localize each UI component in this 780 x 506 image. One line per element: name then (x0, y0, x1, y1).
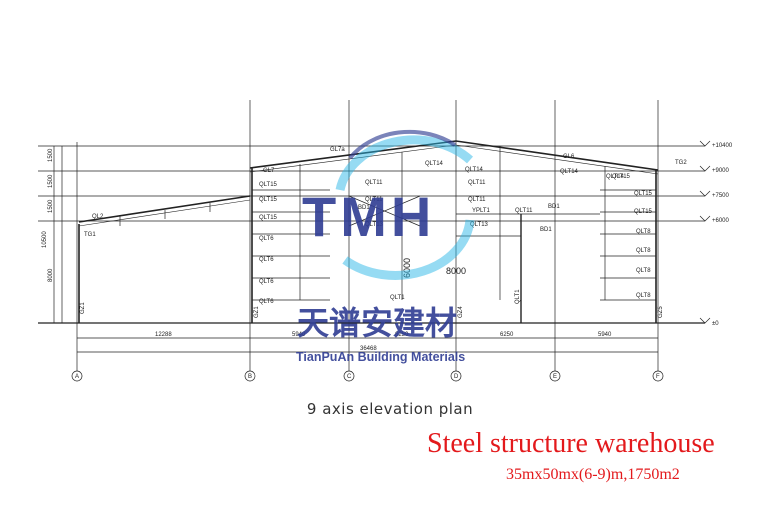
dimension-label: 6250 (395, 332, 409, 338)
overall-dimension: 36468 (360, 346, 377, 352)
member-label: QLT8 (636, 293, 651, 299)
member-label: QLT6 (259, 279, 274, 285)
member-label: QLT6 (259, 257, 274, 263)
axis-label: E (553, 374, 557, 380)
member-label: QLT6 (259, 299, 274, 305)
axis-bubble: F (652, 370, 664, 382)
member-label: GZ1 (80, 302, 86, 314)
member-label: QLT13 (470, 222, 489, 228)
total-height-dimension: 10500 (42, 231, 48, 248)
elevation-tag: +9000 (712, 168, 730, 174)
member-label: QLT14 (606, 174, 625, 180)
member-label: QLT11 (468, 180, 486, 186)
member-label: TG1 (84, 232, 96, 238)
member-label: QLT1 (390, 295, 405, 301)
logo-english-name: TianPuAn Building Materials (296, 350, 465, 364)
axis-label: A (75, 374, 79, 380)
warehouse-subtitle: 35mx50mx(6-9)m,1750m2 (506, 466, 680, 483)
member-label: QLT11 (365, 180, 383, 186)
member-label: QLT11 (515, 208, 533, 214)
plan-caption: 9 axis elevation plan (306, 400, 474, 418)
member-label: QLT1 (515, 289, 521, 304)
member-label: QLT15 (259, 197, 278, 203)
axis-bubble: D (450, 370, 462, 382)
member-label: QLT15 (259, 182, 278, 188)
height-dimension: 1500 (48, 148, 54, 162)
dimension-label: 5940 (292, 332, 306, 338)
axis-bubble: A (71, 370, 83, 382)
member-label: GL7a (330, 147, 345, 153)
elevation-tag: +10400 (712, 143, 733, 149)
member-label: QLT14 (560, 169, 579, 175)
axis-label: F (656, 374, 660, 380)
warehouse-title: Steel structure warehouse (427, 428, 715, 459)
logo-letters: TMH (302, 185, 435, 248)
center-height-label: 6000 (402, 258, 412, 278)
height-dimension: 1500 (48, 174, 54, 188)
member-label: QLT8 (636, 248, 651, 254)
member-label: GZ4 (458, 306, 464, 318)
member-label: QLT6 (259, 236, 274, 242)
member-label: QLT15 (634, 191, 653, 197)
axis-label: D (454, 374, 459, 380)
member-label: QLT13 (365, 222, 384, 228)
member-label: QLT8 (636, 229, 651, 235)
member-label: QLT15 (259, 215, 278, 221)
member-label: QLT15 (634, 209, 653, 215)
member-label: GZ5 (658, 306, 664, 318)
axis-bubble: C (343, 370, 355, 382)
logo-chinese-name: 天谱安建材 (297, 304, 457, 342)
member-label: QL2 (92, 214, 104, 220)
dimension-label: 12288 (155, 332, 172, 338)
height-dimension: 8000 (48, 268, 54, 282)
elevation-tag: +6000 (712, 218, 730, 224)
member-label: QLT14 (425, 161, 444, 167)
member-label: BD1 (358, 205, 370, 211)
axis-bubbles: A B C D E F (71, 370, 664, 382)
axis-label: C (347, 374, 352, 380)
member-label: YPLT1 (472, 208, 491, 214)
elevation-tag: ±0 (712, 321, 719, 327)
elevation-tag: +7500 (712, 193, 730, 199)
member-label: BD1 (540, 227, 552, 233)
dimension-label: 6250 (500, 332, 514, 338)
dimension-label: 5940 (598, 332, 612, 338)
member-label: GL7 (263, 168, 275, 174)
member-label: QLT8 (636, 268, 651, 274)
member-label: GZ1 (254, 306, 260, 318)
axis-label: B (248, 374, 252, 380)
axis-bubble: E (549, 370, 561, 382)
member-label: TG2 (675, 160, 687, 166)
center-height-label: 8000 (446, 266, 466, 276)
member-label: QLT14 (465, 167, 484, 173)
height-dimension: 1500 (48, 199, 54, 213)
watermark-logo: TMH 天谱安建材 TianPuAn Building Materials (296, 129, 475, 364)
logo-ring-icon (335, 129, 475, 280)
member-labels: QLT15 QLT15 QLT15 QLT6 QLT6 QLT6 QLT6 QL… (80, 147, 687, 318)
member-label: QLT15 (612, 174, 631, 180)
axis-bubble: B (244, 370, 256, 382)
member-label: BD1 (548, 204, 560, 210)
member-label: QLT11 (468, 197, 486, 203)
member-label: QLT11 (365, 197, 383, 203)
member-label: GL6 (563, 154, 575, 160)
